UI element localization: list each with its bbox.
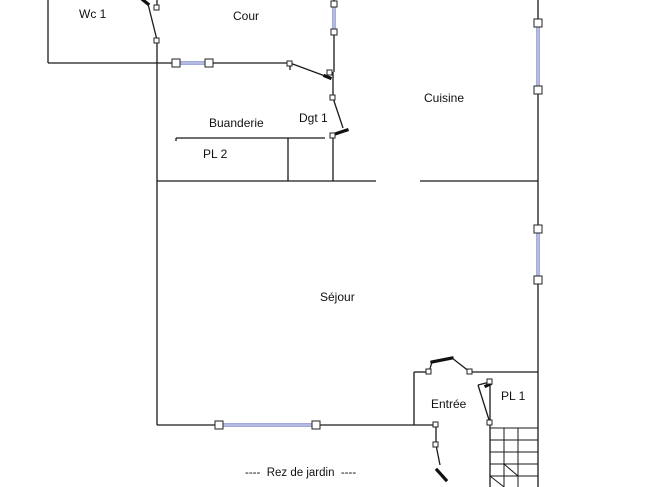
room-label-pl1: PL 1 [501,389,526,403]
room-label-cuisine: Cuisine [424,91,464,105]
room-label-buanderie: Buanderie [209,116,264,130]
room-label-pl2: PL 2 [203,147,228,161]
doors [140,0,493,483]
level-caption: ---- Rez de jardin ---- [245,467,356,479]
room-label-cour: Cour [233,9,259,23]
room-label-entree: Entrée [431,397,467,411]
windows [171,0,543,430]
room-labels: Wc 1 Cour Buanderie Dgt 1 Cuisine PL 2 S… [79,7,526,411]
stairs [489,427,538,487]
room-label-dgt1: Dgt 1 [299,111,328,125]
room-label-sejour: Séjour [320,290,355,304]
walls [47,0,539,487]
room-label-wc1: Wc 1 [79,7,107,21]
